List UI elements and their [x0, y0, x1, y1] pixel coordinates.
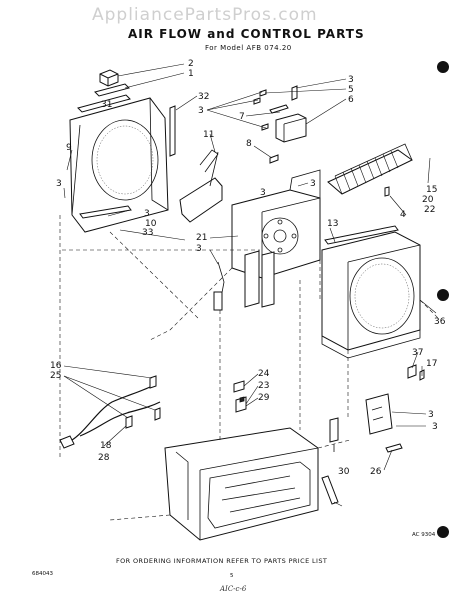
callout-label: 26	[370, 467, 382, 477]
callout-label: 3	[348, 75, 354, 85]
punch-hole-bottom	[437, 526, 449, 538]
callout-label: 30	[338, 467, 350, 477]
callout-label: 36	[434, 317, 446, 327]
page-number: 5	[230, 573, 234, 579]
handwritten-note: AIC-c-6	[219, 585, 247, 593]
callout-label: 7	[239, 112, 245, 122]
callout-label: 24	[258, 369, 270, 379]
callout-label: 8	[246, 139, 252, 149]
callout-label: 2	[188, 59, 194, 69]
diagram-subtitle: For Model AFB 074.20	[205, 44, 292, 52]
document-code: 684043	[32, 571, 53, 577]
callout-label: 37	[412, 348, 423, 358]
callout-label: 3	[310, 179, 316, 189]
callout-label: 16	[50, 361, 62, 371]
callout-label: 21	[196, 233, 207, 243]
drawing-code: AC 9304	[412, 532, 436, 538]
diagram-title: AIR FLOW and CONTROL PARTS	[128, 27, 365, 41]
assembly-lines	[59, 215, 439, 521]
callout-label: 3	[56, 179, 62, 189]
callout-label: 31	[101, 100, 112, 110]
callout-label: 6	[348, 95, 354, 105]
callout-label: 33	[142, 228, 153, 238]
part-drawings	[59, 69, 425, 541]
callout-label: 32	[198, 92, 209, 102]
callout-label: 23	[258, 381, 269, 391]
callout-label: 9	[66, 143, 72, 153]
callout-label: 22	[424, 205, 435, 215]
callout-label: 25	[50, 371, 61, 381]
callout-label: 20	[422, 195, 434, 205]
callout-label: 3	[198, 106, 204, 116]
callout-labels: 2 1 3 5 6 32 31 3 7 11 8 9 3 3 3 15 20 2…	[50, 59, 446, 477]
callout-label: 15	[426, 185, 437, 195]
callout-label: 5	[348, 85, 354, 95]
callout-label: 1	[188, 69, 194, 79]
callout-label: 3	[260, 188, 266, 198]
punch-hole-middle	[437, 289, 449, 301]
punch-hole-top	[437, 61, 449, 73]
callout-label: 3	[428, 410, 434, 420]
callout-label: 17	[426, 359, 437, 369]
watermark: AppliancePartsPros.com	[92, 5, 318, 25]
callout-label: 4	[400, 210, 406, 220]
callout-label: 3	[196, 244, 202, 254]
ordering-note: FOR ORDERING INFORMATION REFER TO PARTS …	[116, 557, 327, 565]
callout-label: 11	[203, 130, 214, 140]
callout-label: 29	[258, 393, 270, 403]
callout-label: 28	[98, 453, 110, 463]
callout-label: 3	[432, 422, 438, 432]
leader-lines	[63, 63, 437, 507]
callout-label: 18	[100, 441, 112, 451]
callout-label: 3	[144, 209, 150, 219]
callout-label: 10	[145, 219, 157, 229]
callout-label: 13	[327, 219, 338, 229]
